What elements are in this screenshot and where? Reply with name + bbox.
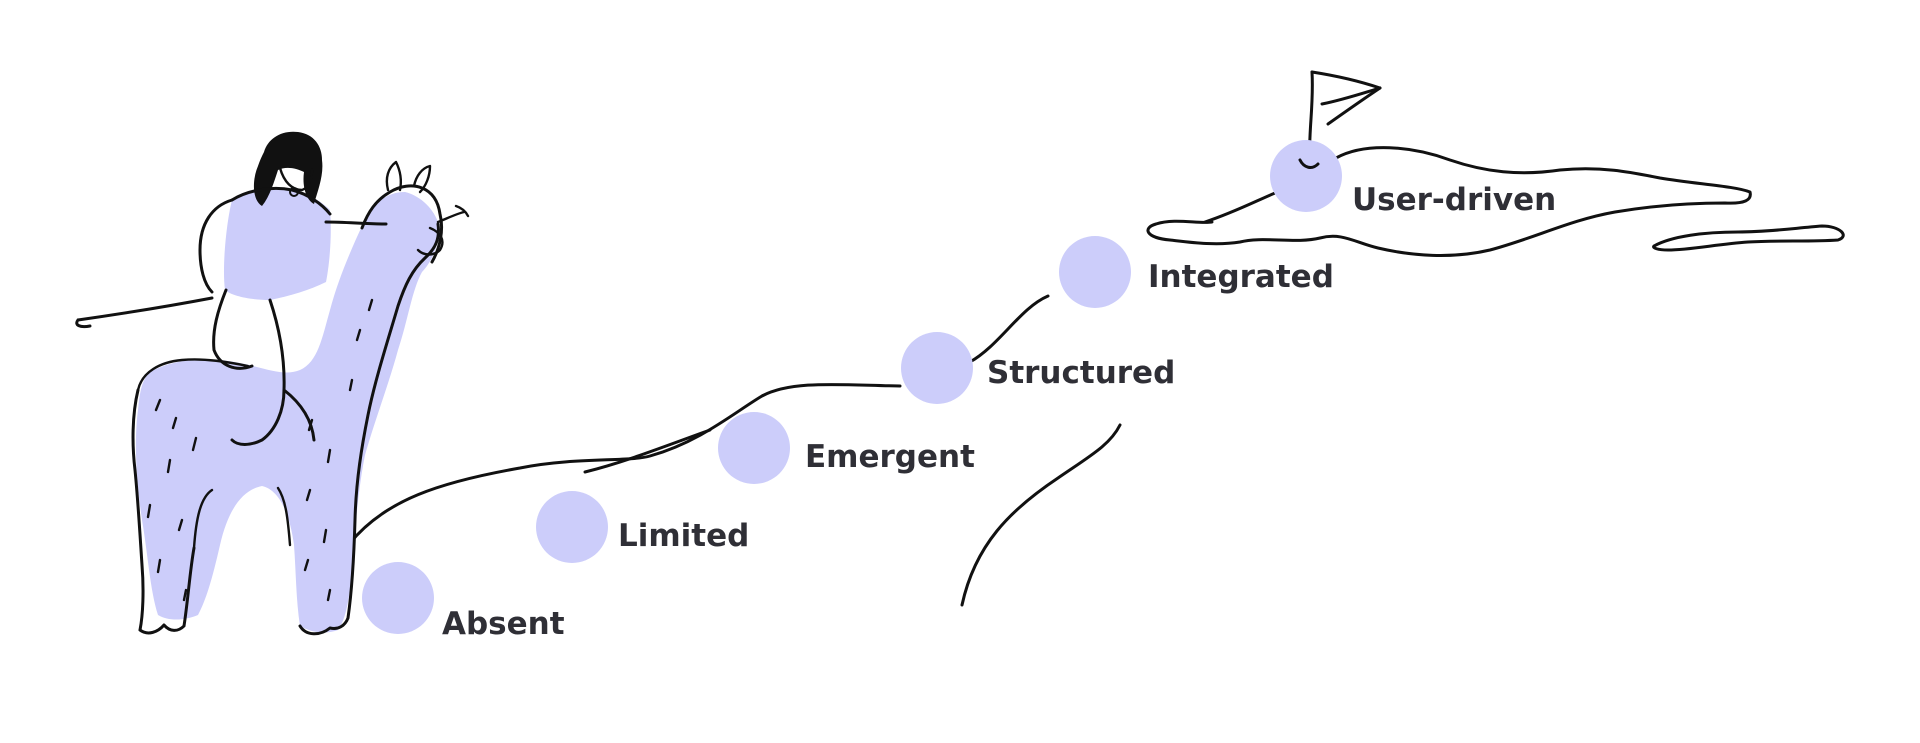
- alpaca-outline: [131, 222, 440, 636]
- flag-cloth: [1310, 70, 1382, 106]
- alpaca-inner-legs: [192, 486, 292, 550]
- stage-marker-absent: [362, 562, 434, 634]
- stage-marker-emergent: [718, 412, 790, 484]
- rider-body: [212, 186, 332, 446]
- alpaca-fur-marks: [146, 298, 374, 602]
- alpaca-fill: [135, 192, 439, 633]
- stage-labels: Absent Limited Emergent Structured Integ…: [442, 182, 1556, 642]
- alpaca-icon: [131, 160, 470, 636]
- stage-label-integrated: Integrated: [1148, 259, 1334, 295]
- alpaca-ears: [385, 160, 432, 194]
- journey-path: [348, 191, 1277, 607]
- rider-face: [278, 166, 314, 192]
- pointing-hand: [436, 204, 470, 224]
- alpaca-snout: [416, 226, 444, 256]
- path-lower-stroke: [960, 423, 1122, 607]
- stage-markers: [362, 140, 1342, 634]
- alpaca-back: [136, 358, 250, 392]
- stage-marker-limited: [536, 491, 608, 563]
- rider-icon: [75, 131, 388, 446]
- path-summit-line: [1203, 191, 1277, 224]
- flag-tail: [1326, 86, 1382, 126]
- cloud-main-outline: [1146, 146, 1752, 257]
- path-branch-line: [583, 428, 712, 474]
- path-main-line: [348, 382, 902, 545]
- stage-label-absent: Absent: [442, 606, 565, 642]
- rider-staff: [75, 296, 214, 329]
- stage-label-emergent: Emergent: [805, 439, 975, 475]
- rider-backpack: [198, 198, 234, 294]
- rider-arm: [324, 220, 388, 226]
- stage-label-structured: Structured: [987, 355, 1175, 391]
- stage-label-limited: Limited: [618, 518, 749, 554]
- stage-marker-integrated: [1059, 236, 1131, 308]
- flag-foot-tick: [1298, 158, 1320, 169]
- path-upper-line: [968, 294, 1050, 364]
- stage-marker-structured: [901, 332, 973, 404]
- cloud-plateau-icon: [1146, 146, 1845, 257]
- stage-label-user-driven: User-driven: [1352, 182, 1556, 218]
- cloud-small-outline: [1652, 224, 1845, 252]
- stage-marker-user-driven: [1270, 140, 1342, 212]
- rider-clothing-fill: [223, 187, 331, 300]
